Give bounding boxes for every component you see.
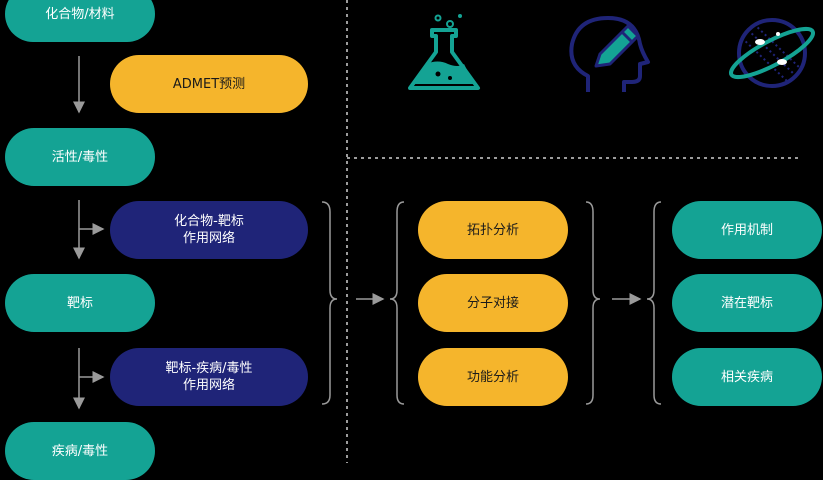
brace-analysis-open	[389, 201, 405, 405]
node-compound-material: 化合物/材料	[5, 0, 155, 42]
node-disease-toxicity: 疾病/毒性	[5, 422, 155, 480]
brace-analysis-close	[585, 201, 601, 405]
node-topology-analysis: 拓扑分析	[418, 201, 568, 259]
diagram-connectors	[73, 0, 800, 463]
node-compound-target-network: 化合物-靶标 作用网络	[110, 201, 308, 259]
flask-icon	[408, 14, 480, 90]
brace-left-group	[321, 201, 338, 405]
node-molecular-docking: 分子对接	[418, 274, 568, 332]
head-pencil-icon	[569, 16, 650, 92]
node-potential-target: 潜在靶标	[672, 274, 822, 332]
node-activity-toxicity: 活性/毒性	[5, 128, 155, 186]
brace-results-open	[646, 201, 662, 405]
node-functional-analysis: 功能分析	[418, 348, 568, 406]
planet-icon	[728, 18, 816, 88]
node-related-disease: 相关疾病	[672, 348, 822, 406]
node-admet-prediction: ADMET预测	[110, 55, 308, 113]
node-mechanism: 作用机制	[672, 201, 822, 259]
node-target-disease-network: 靶标-疾病/毒性 作用网络	[110, 348, 308, 406]
node-target: 靶标	[5, 274, 155, 332]
